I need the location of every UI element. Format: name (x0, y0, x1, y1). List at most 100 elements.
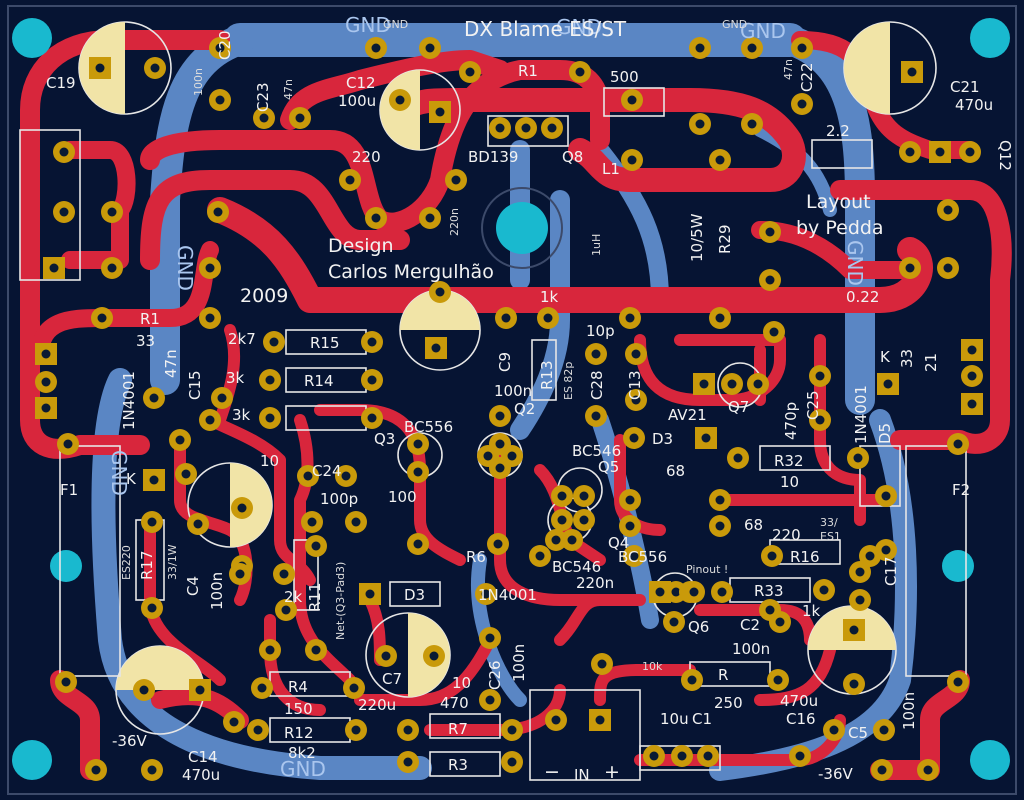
gnd-label-top-right: GND (740, 19, 786, 43)
pad-drill-hole (797, 43, 807, 53)
mounting-holes (12, 18, 1010, 780)
pad-drill-hole (431, 343, 441, 353)
pad-drill-hole (669, 617, 679, 627)
pad-drill-hole (41, 403, 51, 413)
pad-drill-hole (625, 521, 635, 531)
pad-drill-hole (265, 413, 275, 423)
pad-drill-hole (235, 569, 245, 579)
label-c4: C4 (184, 576, 202, 596)
label-c2: C2 (740, 616, 760, 634)
label-k-left: K (126, 470, 137, 488)
pad-drill-hole (265, 645, 275, 655)
label-q3: Q3 (374, 430, 395, 448)
electrolytic-capacitors (78, 21, 937, 735)
pad-drill-hole (507, 451, 517, 461)
pad-drill-hole (149, 475, 159, 485)
label-c16-val: 470u (780, 692, 818, 710)
pad-drill-hole (107, 207, 117, 217)
label-q4: Q4 (608, 534, 629, 552)
label-r16: R16 (790, 548, 820, 566)
label-n4001-left: 1N4001 (120, 371, 138, 430)
pad-drill-hole (865, 551, 875, 561)
pad-drill-hole (765, 275, 775, 285)
pad-drill-hole (747, 119, 757, 129)
pad-drill-hole (943, 205, 953, 215)
pad-drill-hole (625, 313, 635, 323)
label-r15: R15 (310, 334, 340, 352)
pad-drill-hole (631, 349, 641, 359)
pad-drill-hole (95, 63, 105, 73)
pad-drill-hole (485, 695, 495, 705)
label-c9-val: 100n (494, 382, 532, 400)
pad-drill-hole (351, 725, 361, 735)
pad-drill-hole (727, 379, 737, 389)
pad-drill-hole (295, 113, 305, 123)
pad-drill-hole (935, 147, 945, 157)
label-c14-val: 470u (182, 766, 220, 784)
pad-drill-hole (631, 395, 641, 405)
pad-drill-hole (557, 515, 567, 525)
neg-rail-right: -36V (818, 765, 853, 783)
label-r-100: 100 (388, 488, 417, 506)
label-d3: D3 (404, 586, 425, 604)
pad-drill-hole (797, 99, 807, 109)
pad-drill-hole (695, 43, 705, 53)
pad-drill-hole (175, 435, 185, 445)
pad-drill-hole (853, 453, 863, 463)
label-c22: C22 (798, 62, 816, 92)
label-bc556: BC556 (404, 418, 453, 436)
label-c5: C5 (848, 724, 868, 742)
pad-drill-hole (413, 539, 423, 549)
pad-drill-hole (367, 337, 377, 347)
pad-drill-hole (767, 551, 777, 561)
pad-drill-hole (341, 471, 351, 481)
label-c28-val: ES 82p (562, 362, 575, 400)
mounting-hole-tr (970, 18, 1010, 58)
pad-drill-hole (567, 535, 577, 545)
pads (35, 37, 983, 781)
pad-drill-hole (413, 439, 423, 449)
pad-drill-hole (91, 765, 101, 775)
label-r-22: 2.2 (826, 122, 850, 140)
input-label: IN (574, 766, 590, 784)
design-line-2: Carlos Mergulhão (328, 261, 494, 283)
pad-drill-hole (413, 467, 423, 477)
pad-drill-hole (97, 313, 107, 323)
pad-drill-hole (967, 345, 977, 355)
label-c26-val: 100n (510, 644, 528, 682)
label-c23-val: 47n (282, 79, 295, 100)
pad-drill-hole (41, 377, 51, 387)
label-r-220b: 220 (772, 526, 801, 544)
pad-drill-hole (547, 123, 557, 133)
label-r-10b: 10 (452, 674, 471, 692)
label-r-250: 250 (714, 694, 743, 712)
gnd-label-left: GND (173, 245, 197, 291)
label-r-10k: 10k (642, 660, 663, 673)
label-r14: R14 (304, 372, 334, 390)
label-q5: Q5 (598, 458, 619, 476)
label-c24-val: 100p (320, 490, 358, 508)
pad-drill-hole (879, 725, 889, 735)
pad-drill-hole (195, 685, 205, 695)
label-q7: Q7 (728, 398, 749, 416)
pad-drill-hole (535, 551, 545, 561)
label-d5-val: 1N4001 (852, 385, 870, 444)
mounting-hole-tl (12, 18, 52, 58)
pad-drill-hole (507, 725, 517, 735)
pad-drill-hole (849, 625, 859, 635)
pad-drill-hole (671, 587, 681, 597)
label-r-33-left: 33 (136, 332, 155, 350)
pad-drill-hole (595, 715, 605, 725)
label-c22-val: 47n (782, 59, 795, 80)
fuse-left: F1 (60, 481, 78, 499)
label-d3-top: D3 (652, 430, 673, 448)
label-r4: R4 (288, 678, 308, 696)
label-c20: C20 (216, 30, 234, 60)
label-r13: R13 (538, 360, 556, 390)
layout-line-2: by Pedda (796, 217, 884, 239)
pinout-label: Pinout ! (686, 563, 728, 576)
pad-drill-hole (425, 43, 435, 53)
pad-drill-hole (493, 539, 503, 549)
pad-drill-hole (107, 263, 117, 273)
